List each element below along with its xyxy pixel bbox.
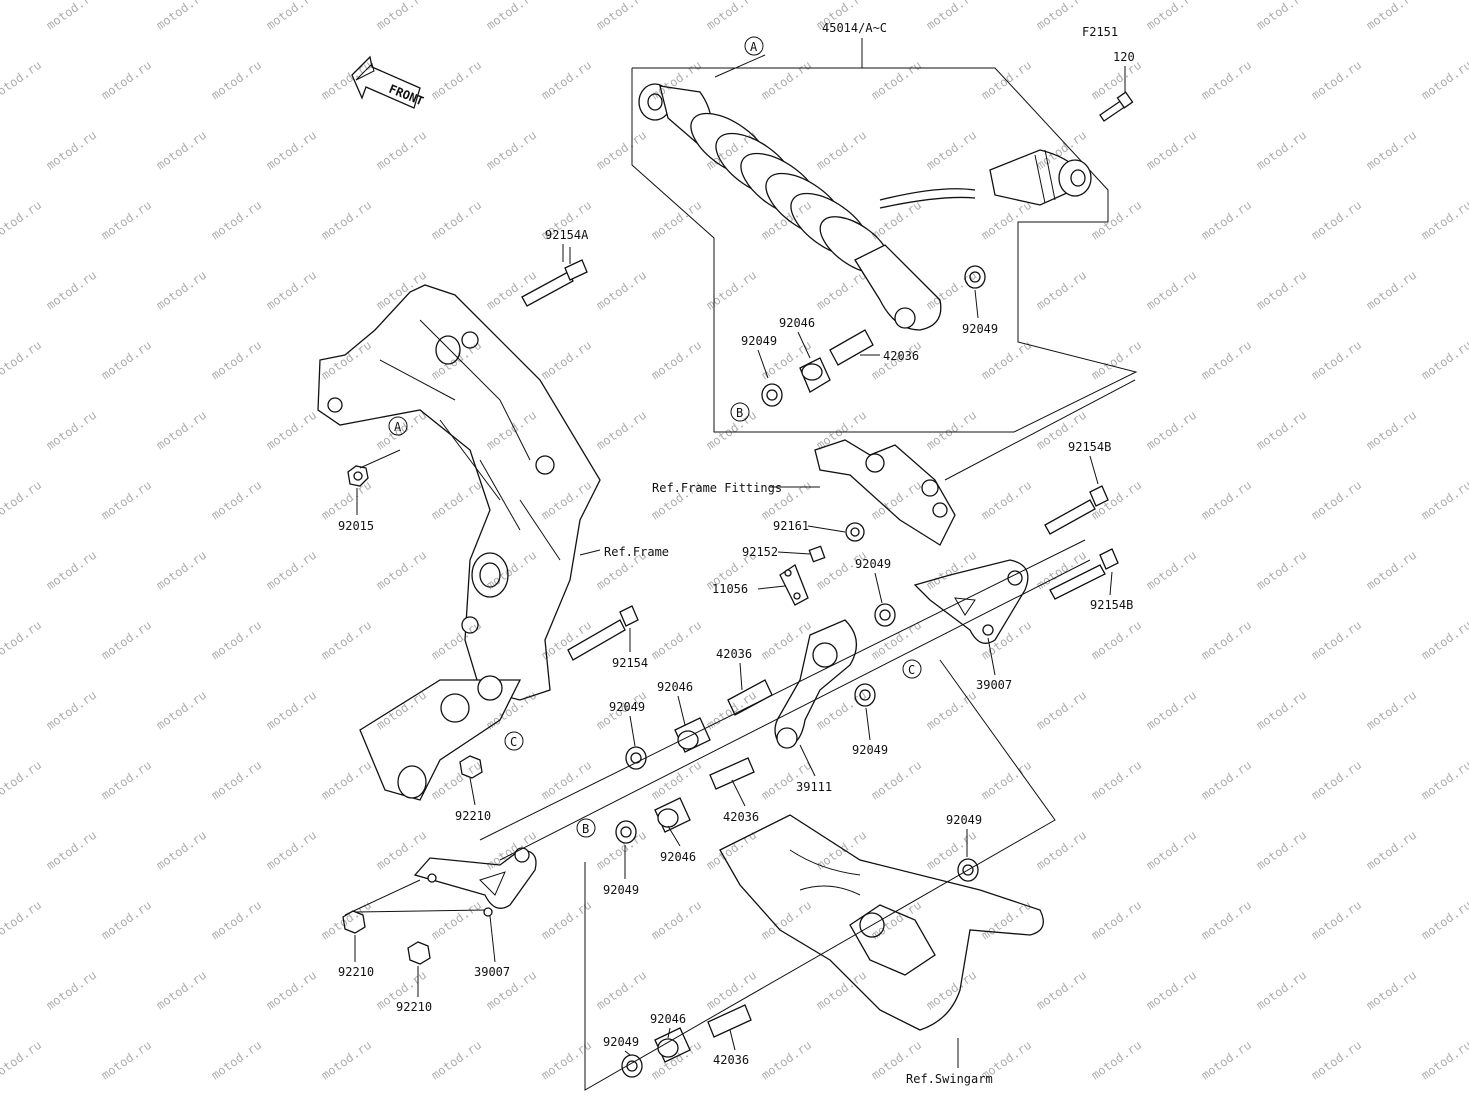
middle-hardware bbox=[615, 603, 979, 882]
label-ref-frame-fittings: Ref.Frame Fittings bbox=[652, 481, 782, 495]
label-f2151: F2151 bbox=[1082, 25, 1118, 39]
label-92049-top-left: 92049 bbox=[741, 334, 777, 348]
svg-text:C: C bbox=[908, 663, 915, 677]
label-92210-left: 92210 bbox=[338, 965, 374, 979]
label-92046-bottom: 92046 bbox=[650, 1012, 686, 1026]
label-ref-frame: Ref.Frame bbox=[604, 545, 669, 559]
label-92161: 92161 bbox=[773, 519, 809, 533]
label-39007-right: 39007 bbox=[976, 678, 1012, 692]
small-hardware bbox=[779, 522, 865, 606]
label-92049-right-lower: 92049 bbox=[946, 813, 982, 827]
label-shock-assy: 45014/A~C bbox=[822, 21, 887, 35]
label-92049-bottom: 92049 bbox=[603, 1035, 639, 1049]
label-92049-mid-right: 92049 bbox=[852, 743, 888, 757]
label-92152: 92152 bbox=[742, 545, 778, 559]
tie-rod-plate-39007-lower bbox=[342, 847, 537, 965]
label-92049-mid: 92049 bbox=[855, 557, 891, 571]
bolt-92154A bbox=[521, 247, 588, 307]
frame-section bbox=[317, 284, 601, 701]
callout-C-frame: C bbox=[504, 731, 524, 751]
svg-text:C: C bbox=[510, 735, 517, 749]
callout-A-shock: A bbox=[744, 36, 764, 56]
label-92046-lower-mid: 92046 bbox=[660, 850, 696, 864]
label-42036-top: 42036 bbox=[883, 349, 919, 363]
label-42036-mid: 42036 bbox=[716, 647, 752, 661]
callout-B-shock: B bbox=[730, 402, 750, 422]
part-labels: 45014/A~C F2151 120 92154A 92046 92049 4… bbox=[338, 21, 1135, 1086]
svg-text:A: A bbox=[394, 420, 402, 434]
svg-text:B: B bbox=[582, 822, 589, 836]
nut-92015 bbox=[347, 449, 401, 487]
svg-text:A: A bbox=[750, 40, 758, 54]
rocker-arm-39111 bbox=[774, 619, 857, 749]
frame-fittings bbox=[814, 439, 956, 546]
label-92046-top: 92046 bbox=[779, 316, 815, 330]
svg-text:B: B bbox=[736, 406, 743, 420]
label-ref-swingarm: Ref.Swingarm bbox=[906, 1072, 993, 1086]
bolt-92154B-lower bbox=[1049, 548, 1119, 600]
label-120: 120 bbox=[1113, 50, 1135, 64]
leader-lines bbox=[479, 54, 1136, 1091]
bolt-92154 bbox=[567, 605, 639, 661]
bolt-92154B-upper bbox=[1044, 485, 1109, 535]
label-92049-lower-mid: 92049 bbox=[603, 883, 639, 897]
label-92049-mid-left: 92049 bbox=[609, 700, 645, 714]
tie-rod-plate-39007-upper bbox=[913, 559, 1029, 644]
callout-A-frame: A bbox=[388, 416, 408, 436]
label-92049-top-right: 92049 bbox=[962, 322, 998, 336]
callout-C-rocker: C bbox=[902, 659, 922, 679]
label-92046-mid: 92046 bbox=[657, 680, 693, 694]
bolt-120 bbox=[1099, 66, 1134, 122]
label-42036-bottom: 42036 bbox=[713, 1053, 749, 1067]
lower-frame-mount bbox=[359, 675, 522, 801]
shock-group-outline bbox=[631, 38, 1138, 433]
label-42036-lower-mid: 42036 bbox=[723, 810, 759, 824]
label-92154B-upper: 92154B bbox=[1068, 440, 1111, 454]
label-92015: 92015 bbox=[338, 519, 374, 533]
label-leaders bbox=[344, 244, 1113, 1068]
swingarm bbox=[719, 814, 1044, 1031]
label-39007-left: 39007 bbox=[474, 965, 510, 979]
label-92210-upper: 92210 bbox=[455, 809, 491, 823]
label-11056: 11056 bbox=[712, 582, 748, 596]
callout-B-lower: B bbox=[576, 818, 596, 838]
lower-hardware bbox=[621, 1004, 752, 1078]
label-39111: 39111 bbox=[796, 780, 832, 794]
label-92154: 92154 bbox=[612, 656, 648, 670]
label-92154A: 92154A bbox=[545, 228, 589, 242]
label-92210-left-lower: 92210 bbox=[396, 1000, 432, 1014]
label-92154B-lower: 92154B bbox=[1090, 598, 1133, 612]
front-arrow-icon: FRONT bbox=[351, 55, 426, 109]
rear-shock-absorber bbox=[638, 83, 1092, 331]
upper-shock-hardware bbox=[761, 265, 986, 407]
